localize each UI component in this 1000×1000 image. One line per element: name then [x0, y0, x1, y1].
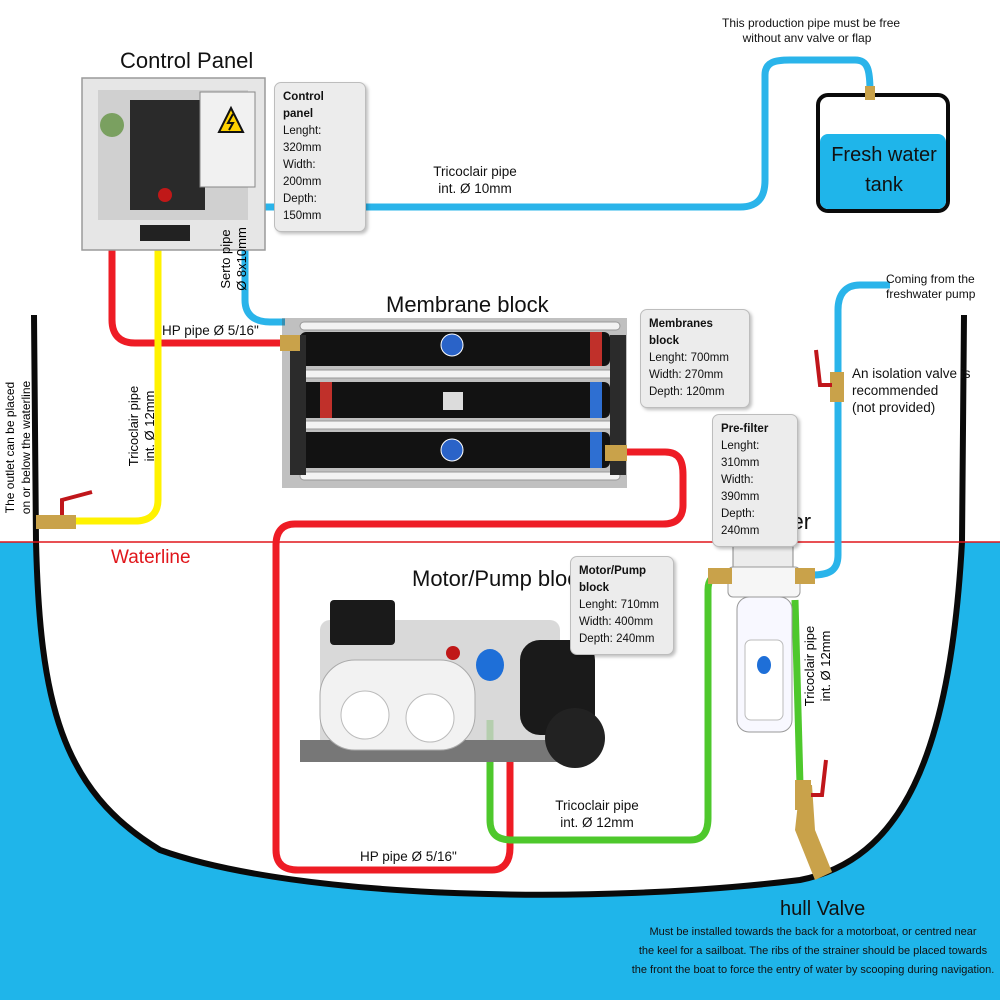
spec-length: Lenght: 310mm	[721, 440, 760, 469]
control-panel-spec-box: Control panel Lenght: 320mm Width: 200mm…	[274, 82, 366, 232]
isolation-valve-note: An isolation valve is recommended (not p…	[852, 365, 971, 416]
fresh-water-tank-label: Fresh water tank	[822, 140, 946, 200]
spec-length: Lenght: 700mm	[649, 352, 729, 364]
hull-valve-title: hull Valve	[780, 898, 866, 920]
outlet-note: The outlet can be placed on or below the…	[2, 355, 34, 540]
tricoclair-pipe-right-label: Tricoclair pipe int. Ø 12mm	[802, 610, 834, 722]
outlet-note-line1: The outlet can be placed	[3, 381, 17, 514]
production-pipe-note: This production pipe must be free withou…	[722, 16, 901, 46]
isolation-line1: An isolation valve is	[852, 366, 971, 381]
motor-pump-title: Motor/Pump block	[412, 566, 590, 591]
serto-pipe-blue	[241, 215, 285, 326]
tricoclair-top-line2: int. Ø 10mm	[438, 181, 512, 196]
tricoclair-bottom-line1: Tricoclair pipe	[555, 798, 639, 813]
serto-line1: Serto pipe	[218, 229, 233, 289]
spec-length: Lenght: 710mm	[579, 599, 659, 611]
serto-line2: Ø 8x10mm	[234, 227, 249, 291]
hp-pipe-red-top	[108, 150, 295, 347]
spec-width: Width: 390mm	[721, 474, 760, 503]
prefilter-to-hull-pipe-green	[791, 599, 804, 786]
coming-from-line2: freshwater pump	[886, 287, 976, 301]
high-voltage-warning-icon	[217, 105, 245, 133]
tricoclair-left-line2: int. Ø 12mm	[142, 390, 157, 462]
membrane-block-unit	[282, 318, 627, 488]
ball-valve-icon	[814, 349, 844, 402]
spec-depth: Depth: 240mm	[721, 508, 760, 537]
spec-depth: Depth: 120mm	[649, 386, 725, 398]
motor-pump-unit	[300, 600, 605, 768]
isolation-line2: recommended	[852, 383, 939, 398]
ball-valve-icon	[36, 490, 93, 529]
tank-label-line2: tank	[865, 174, 903, 196]
spec-depth: Depth: 150mm	[283, 193, 322, 222]
motor-pump-spec-box: Motor/Pump block Lenght: 710mm Width: 40…	[570, 556, 674, 655]
spec-title: Control panel	[283, 91, 324, 120]
spec-title: Membranes block	[649, 318, 713, 347]
control-panel-unit	[81, 77, 266, 251]
outlet-note-line2: on or below the waterline	[19, 380, 33, 515]
prefilter-unit	[727, 536, 801, 733]
outlet-pipe-yellow	[60, 245, 162, 525]
spec-width: Width: 400mm	[579, 616, 654, 628]
hp-pipe-top-label: HP pipe Ø 5/16"	[162, 323, 259, 338]
tricoclair-bottom-line2: int. Ø 12mm	[560, 815, 634, 830]
spec-depth: Depth: 240mm	[579, 633, 655, 645]
serto-pipe-label: Serto pipe Ø 8x10mm	[218, 214, 250, 304]
tricoclair-top-line1: Tricoclair pipe	[433, 164, 517, 179]
spec-length: Lenght: 320mm	[283, 125, 322, 154]
prefilter-spec-box: Pre-filter Lenght: 310mm Width: 390mm De…	[712, 414, 798, 547]
hull-note-line1: Must be installed towards the back for a…	[649, 926, 977, 938]
production-note-line1: This production pipe must be free	[722, 16, 901, 30]
tricoclair-pipe-bottom-label: Tricoclair pipe int. Ø 12mm	[542, 797, 652, 831]
hull-note-line2: the keel for a sailboat. The ribs of the…	[638, 945, 988, 957]
tricoclair-left-line1: Tricoclair pipe	[126, 385, 141, 467]
control-panel-title: Control Panel	[120, 48, 254, 73]
membranes-spec-box: Membranes block Lenght: 700mm Width: 270…	[640, 309, 750, 408]
freshwater-pump-note: Coming from the freshwater pump	[886, 272, 975, 302]
spec-width: Width: 200mm	[283, 159, 322, 188]
hp-pipe-red-bottom	[272, 448, 687, 874]
tricoclair-right-line2: int. Ø 12mm	[818, 630, 833, 702]
hp-pipe-bottom-label: HP pipe Ø 5/16"	[360, 849, 457, 864]
hull-note-line3: the front the boat to force the entry of…	[631, 964, 995, 976]
fresh-water-tank	[816, 93, 950, 213]
membrane-block-title: Membrane block	[386, 292, 549, 317]
production-note-line2: without anv valve or flap	[742, 31, 872, 45]
spec-title: Motor/Pump block	[579, 565, 647, 594]
waterline-label: Waterline	[111, 547, 191, 568]
ball-valve-icon	[795, 759, 828, 810]
tricoclair-pipe-top-label: Tricoclair pipe int. Ø 10mm	[420, 163, 530, 197]
spec-title: Pre-filter	[721, 423, 769, 435]
freshwater-pump-pipe-blue	[811, 281, 890, 579]
hull-valve-note: Must be installed towards the back for a…	[630, 923, 996, 980]
coming-from-line1: Coming from the	[886, 272, 975, 286]
isolation-line3: (not provided)	[852, 400, 936, 415]
tricoclair-right-line1: Tricoclair pipe	[802, 625, 817, 707]
spec-width: Width: 270mm	[649, 369, 724, 381]
tricoclair-pipe-left-label: Tricoclair pipe int. Ø 12mm	[126, 370, 158, 482]
hull-outline	[31, 314, 967, 898]
tank-label-line1: Fresh water	[831, 144, 937, 166]
